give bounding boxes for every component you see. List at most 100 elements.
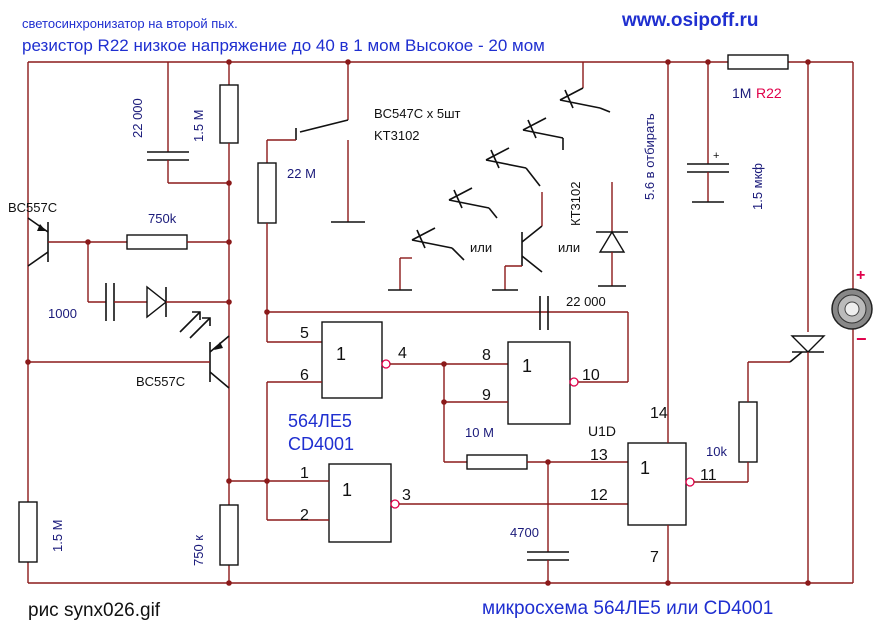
flash-minus: − xyxy=(856,329,867,349)
junction-dot xyxy=(665,59,671,65)
figure-caption: рис synx026.gif xyxy=(28,600,161,621)
junction-dot xyxy=(264,309,270,315)
label-darlington-2: KT3102 xyxy=(374,128,420,143)
resistor-750k-h xyxy=(126,234,188,250)
junction-dot xyxy=(226,580,232,586)
label-r750k-h: 750k xyxy=(148,211,177,226)
pin-10-label: 10 xyxy=(582,367,600,384)
label-kt3102-vertical: КТ3102 xyxy=(568,182,583,226)
gate-1-inverter-bubble xyxy=(381,359,391,369)
gate-1-symbol: 1 xyxy=(336,344,346,364)
label-r750k-bottom: 750 к xyxy=(191,535,206,566)
junction-dot xyxy=(226,299,232,305)
switch-contact xyxy=(299,119,349,133)
label-or-2: или xyxy=(558,240,580,255)
pin-11-label: 11 xyxy=(700,467,717,484)
label-r22-name: R22 xyxy=(756,85,782,101)
resistor-1-5m-bottom xyxy=(18,501,38,563)
nor-gate-3 xyxy=(328,463,392,543)
bc557c-top-arrow xyxy=(37,224,46,231)
light-arrowhead-1 xyxy=(192,311,201,320)
nor-gate-2 xyxy=(507,341,571,425)
pin-6-label: 6 xyxy=(300,367,309,384)
light-arrow-2 xyxy=(189,317,211,339)
bc557c-bottom-arrow xyxy=(214,342,223,350)
gate-3-inverter-bubble xyxy=(390,499,400,509)
junction-dot xyxy=(705,59,711,65)
label-r22-value: 1М xyxy=(732,85,751,101)
pin-13-label: 13 xyxy=(590,447,608,464)
resistor-r22 xyxy=(727,54,789,70)
gate-2-inverter-bubble xyxy=(569,377,579,387)
label-c4700: 4700 xyxy=(510,525,539,540)
thyristor xyxy=(790,335,826,353)
thyristor-gate-lead xyxy=(789,351,803,363)
label-zener-note: 5.6 в отбирать xyxy=(642,113,657,200)
junction-dot xyxy=(226,59,232,65)
junction-dot xyxy=(25,359,31,365)
label-c15uf: 1.5 мкф xyxy=(750,163,765,210)
junction-dot xyxy=(805,580,811,586)
flash-connector-icon xyxy=(831,288,873,330)
flash-plus: + xyxy=(856,267,865,284)
pin-1-label: 1 xyxy=(300,465,309,482)
label-r15m-bottom: 1.5 М xyxy=(50,519,65,552)
resistor-750k-v xyxy=(219,504,239,566)
pin-7-label: 7 xyxy=(650,549,659,566)
resistor-1-5m-top xyxy=(219,84,239,144)
light-arrowhead-2 xyxy=(202,317,211,326)
nor-gate-1 xyxy=(321,321,383,399)
pin-2-label: 2 xyxy=(300,507,309,524)
pin-3-label: 3 xyxy=(402,487,411,504)
label-r22m: 22 М xyxy=(287,166,316,181)
darlington-transistors xyxy=(411,87,611,261)
pin-4-label: 4 xyxy=(398,345,407,362)
label-bc557c-top: BC557C xyxy=(8,200,57,215)
junction-dot xyxy=(226,180,232,186)
gate-2-symbol: 1 xyxy=(522,356,532,376)
label-c22000-mid: 22 000 xyxy=(566,294,606,309)
gate-3-symbol: 1 xyxy=(342,480,352,500)
label-c22000-top: 22 000 xyxy=(130,98,145,138)
label-darlington-1: BC547C x 5шт xyxy=(374,106,461,121)
label-or-1: или xyxy=(470,240,492,255)
junction-dot xyxy=(226,478,232,484)
kt3102-collector xyxy=(521,225,543,243)
gate-4-inverter-bubble xyxy=(685,477,695,487)
junction-dot xyxy=(665,580,671,586)
junction-dot xyxy=(441,399,447,405)
kt3102-emitter xyxy=(521,255,543,273)
junction-dot xyxy=(345,59,351,65)
pin-9-label: 9 xyxy=(482,387,491,404)
chip-label-564le5: 564ЛЕ5 xyxy=(288,411,352,431)
zener-diode xyxy=(598,230,626,253)
pin-14-label: 14 xyxy=(650,405,668,422)
bc557c-bottom-collector xyxy=(209,371,230,389)
junction-dot xyxy=(545,580,551,586)
resistor-10k xyxy=(738,401,758,463)
chip-caption: микросхема 564ЛЕ5 или CD4001 xyxy=(482,598,773,619)
resistor-10m xyxy=(466,454,528,470)
resistor-22m xyxy=(257,162,277,224)
pin-5-label: 5 xyxy=(300,325,309,342)
light-arrow-1 xyxy=(179,311,201,333)
pin-8-label: 8 xyxy=(482,347,491,364)
photodiode xyxy=(146,285,168,319)
junction-dot xyxy=(226,239,232,245)
label-u1d: U1D xyxy=(588,423,616,439)
gate-4-symbol: 1 xyxy=(640,458,650,478)
label-r10m: 10 М xyxy=(465,425,494,440)
bc557c-top-collector xyxy=(27,251,49,267)
chip-label-cd4001: CD4001 xyxy=(288,434,354,454)
junction-dot xyxy=(441,361,447,367)
label-r10k: 10k xyxy=(706,444,727,459)
c15uf-plus: + xyxy=(713,150,719,162)
label-c1000: 1000 xyxy=(48,306,77,321)
label-r15m-top: 1.5 М xyxy=(191,109,206,142)
r22-note-text: резистор R22 низкое напряжение до 40 в 1… xyxy=(22,36,545,55)
subtitle-text: светосинхронизатор на второй пых. xyxy=(22,16,238,31)
pin-12-label: 12 xyxy=(590,487,608,504)
website-text: www.osipoff.ru xyxy=(621,10,759,31)
nor-gate-u1d xyxy=(627,442,687,526)
